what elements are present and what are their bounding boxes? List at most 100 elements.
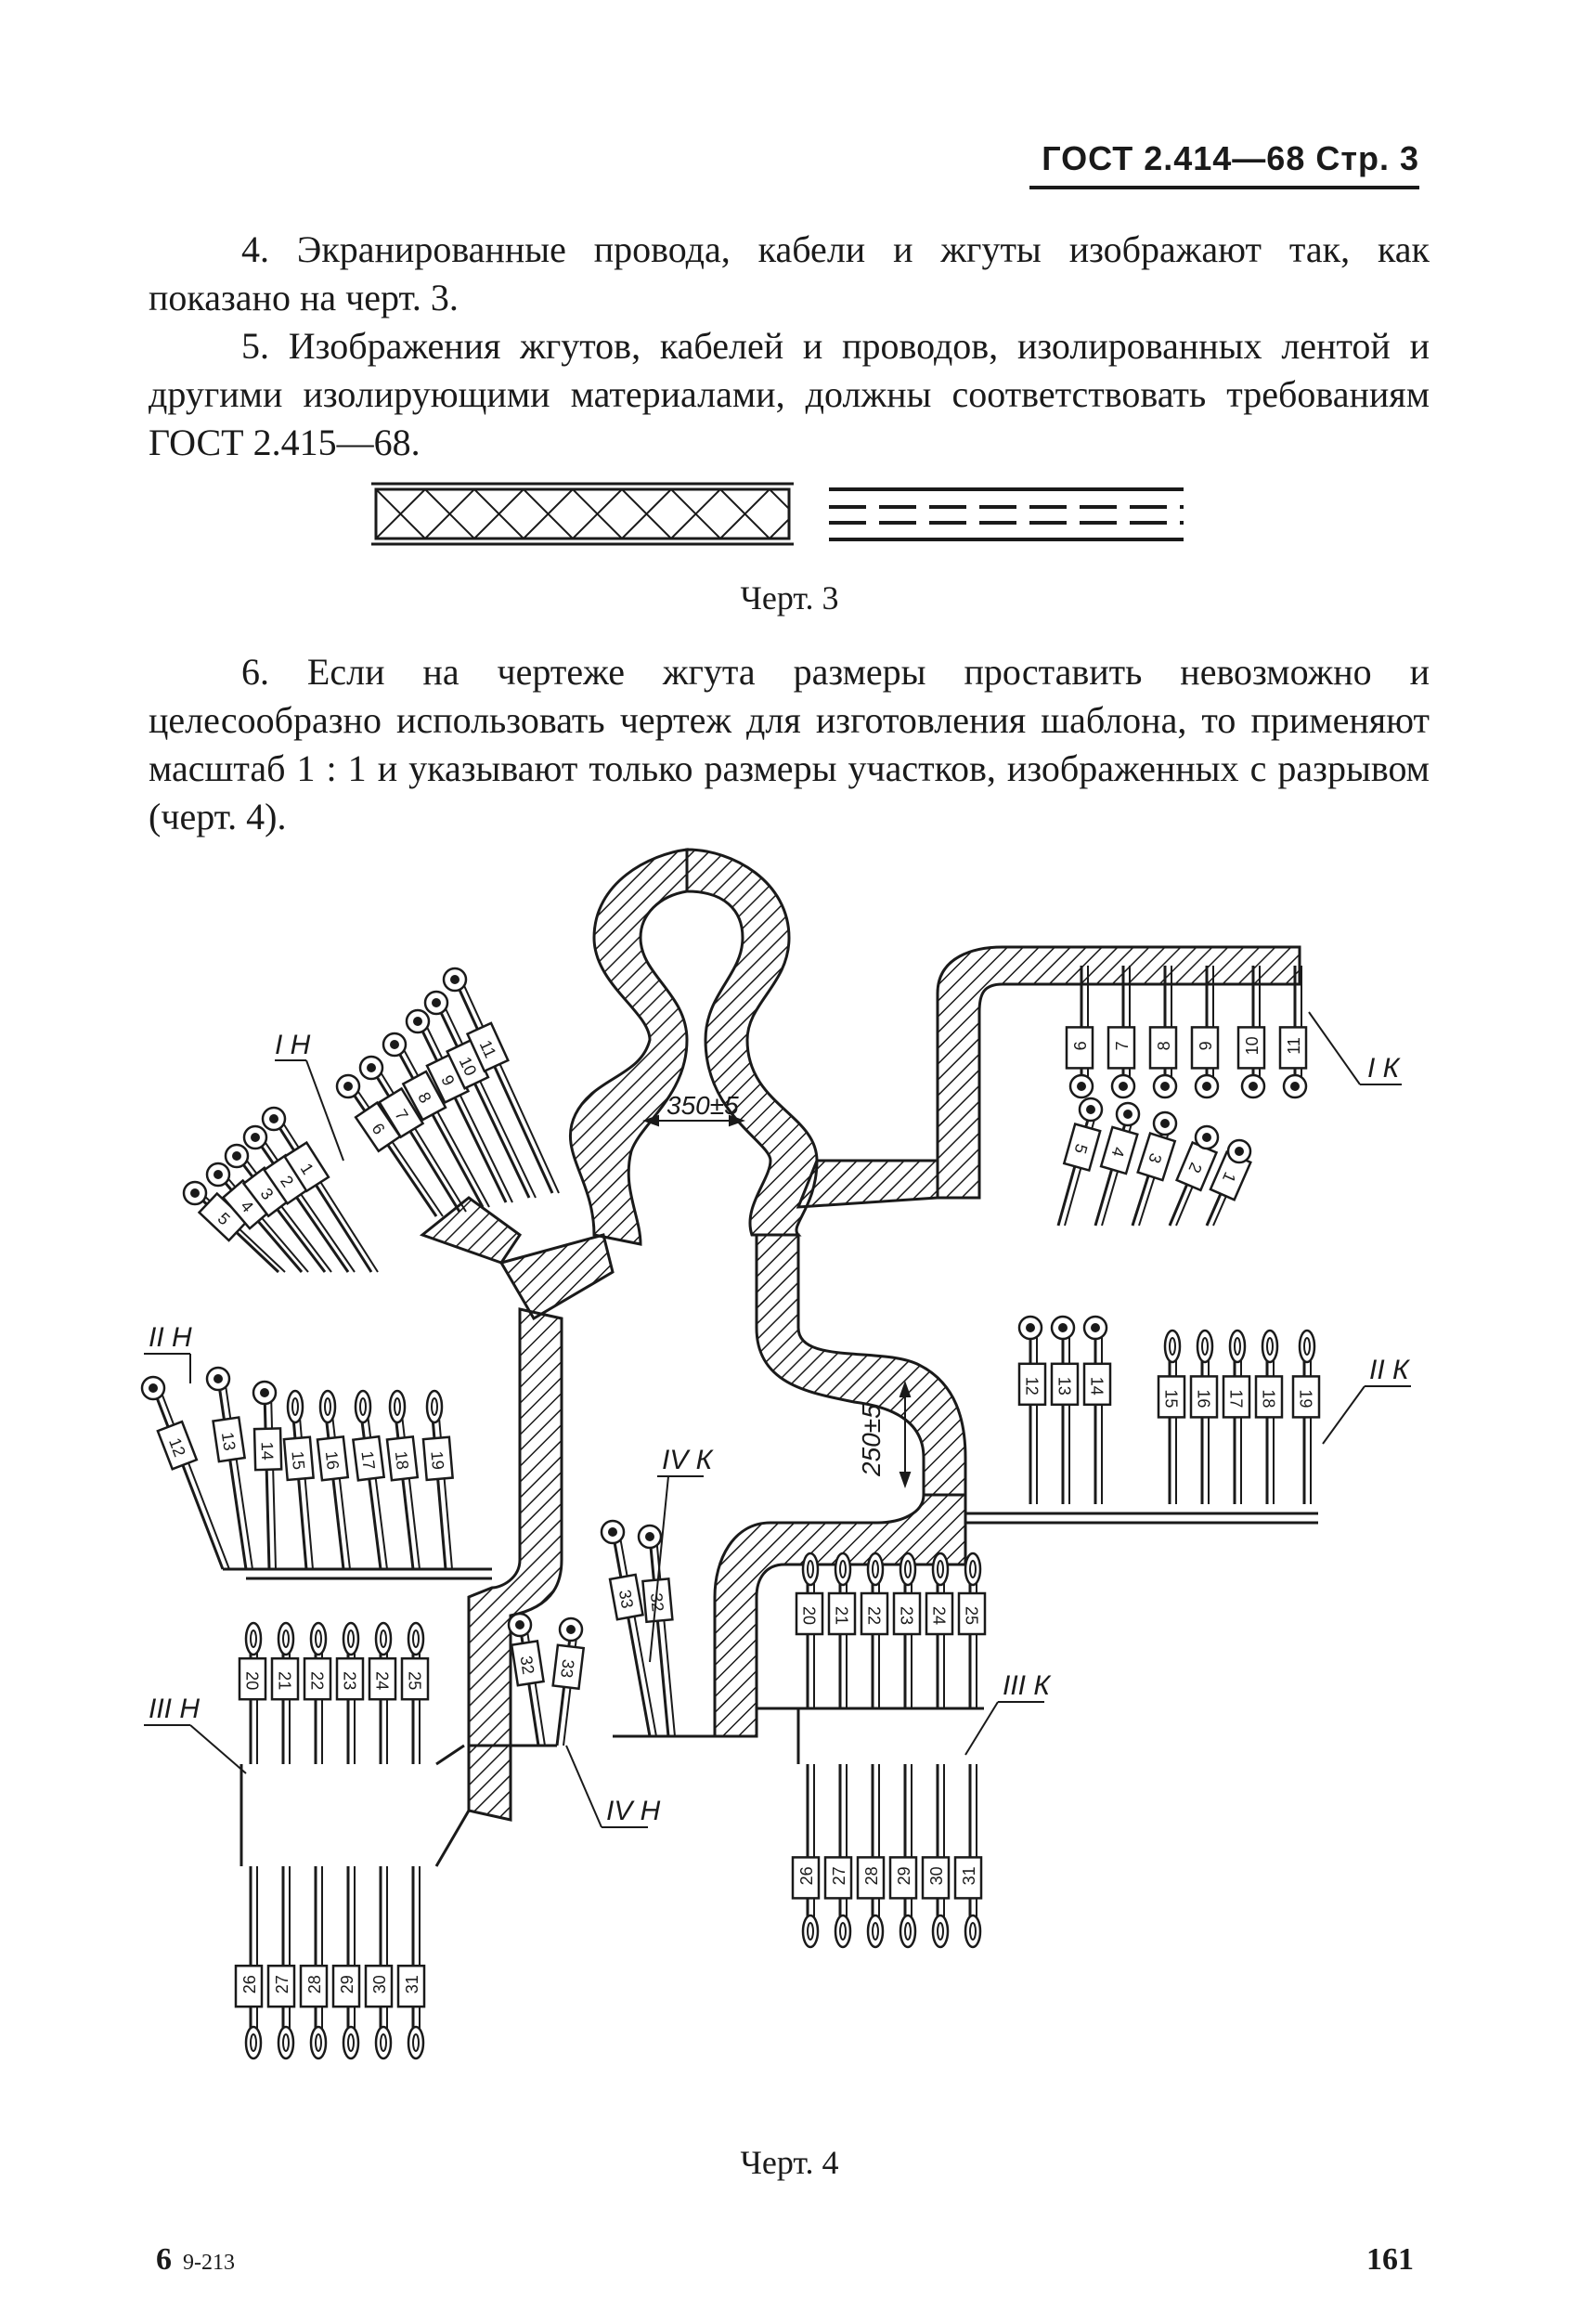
wire-lead: 12	[140, 1375, 230, 1570]
svg-text:10: 10	[1243, 1036, 1262, 1055]
wire-tag: 8	[401, 1070, 447, 1122]
svg-text:31: 31	[960, 1866, 978, 1885]
wire-lead: 14	[252, 1380, 283, 1570]
svg-text:19: 19	[427, 1450, 447, 1471]
label-iv-k: IV К	[662, 1445, 715, 1475]
wire-lead: 21	[827, 1551, 857, 1708]
wire-tag: 11	[1278, 1026, 1308, 1070]
lug-terminal	[1261, 1329, 1279, 1364]
wire-lead: 24	[368, 1621, 397, 1764]
wire-tag: 1	[282, 1140, 330, 1193]
svg-text:33: 33	[615, 1589, 637, 1610]
wire-lead: 3	[1131, 1110, 1178, 1227]
lug-terminal	[342, 1621, 360, 1656]
lug-terminal	[277, 1621, 295, 1656]
wire-lead: 29	[331, 1866, 361, 2060]
wire-tag: 27	[823, 1856, 853, 1900]
wire-lead: 5	[1056, 1097, 1104, 1227]
lug-terminal	[388, 1389, 407, 1424]
wire-lead: 20	[238, 1621, 267, 1764]
wire-tag: 18	[385, 1435, 420, 1482]
wire-tag: 32	[510, 1639, 545, 1687]
wire-lead: 19	[421, 1389, 454, 1570]
label-ii-n: II Н	[149, 1322, 192, 1353]
wire-tag: 21	[827, 1591, 857, 1636]
svg-text:9: 9	[1197, 1041, 1215, 1050]
wire-tag: 32	[641, 1577, 674, 1624]
wire-tag: 2	[1174, 1140, 1219, 1192]
shielded-cable-symbol	[371, 482, 794, 546]
wire-lead: 18	[1254, 1329, 1284, 1504]
svg-text:7: 7	[1113, 1041, 1132, 1050]
lug-terminal	[1298, 1329, 1316, 1364]
wire-lead: 1	[1205, 1138, 1252, 1227]
svg-text:30: 30	[927, 1866, 946, 1885]
wire-lead: 15	[1157, 1329, 1186, 1504]
svg-text:14: 14	[258, 1441, 278, 1461]
wire-lead: 9	[405, 1008, 513, 1203]
svg-text:27: 27	[830, 1866, 848, 1885]
page-header: ГОСТ 2.414—68 Стр. 3	[1029, 139, 1419, 189]
lug-terminal	[964, 1551, 982, 1587]
paragraph-5: 5. Изображения жгутов, кабелей и проводо…	[149, 325, 1430, 463]
lug-terminal	[318, 1389, 337, 1424]
lug-terminal	[309, 1621, 328, 1656]
wire-tag: 30	[921, 1856, 951, 1900]
label-iii-n: III Н	[149, 1694, 200, 1724]
wire-tag: 12	[1017, 1362, 1047, 1407]
wire-tag: 14	[252, 1427, 283, 1472]
wire-tag: 29	[331, 1964, 361, 2008]
wire-tag: 20	[795, 1591, 824, 1636]
lug-terminal	[354, 1389, 372, 1424]
wire-tag: 28	[856, 1856, 886, 1900]
group-labels: I Н I К II Н II К III Н III К IV Н IV К	[144, 1011, 1411, 1828]
wire-lead: 32	[507, 1612, 546, 1746]
wire-tag: 22	[860, 1591, 889, 1636]
svg-text:26: 26	[240, 1975, 259, 1993]
wire-tag: 33	[608, 1573, 644, 1621]
wire-lead: 23	[892, 1551, 922, 1708]
wire-lead: 17	[1222, 1329, 1251, 1504]
lug-terminal	[931, 1551, 950, 1587]
label-i-k: I К	[1367, 1053, 1402, 1084]
wire-lead: 2	[1168, 1124, 1220, 1227]
wire-tag: 23	[335, 1656, 365, 1701]
svg-text:18: 18	[392, 1450, 412, 1471]
wire-tag: 8	[1148, 1026, 1178, 1070]
svg-text:17: 17	[357, 1450, 378, 1471]
svg-text:18: 18	[1259, 1389, 1277, 1408]
wire-tag: 15	[1157, 1375, 1186, 1419]
lug-terminal	[801, 1551, 820, 1587]
wire-tag: 9	[1190, 1026, 1220, 1070]
svg-text:25: 25	[962, 1606, 980, 1625]
svg-text:29: 29	[895, 1866, 913, 1885]
wire-tag: 23	[892, 1591, 922, 1636]
wire-tag: 20	[238, 1656, 267, 1701]
wire-lead: 12	[1017, 1315, 1047, 1504]
svg-text:28: 28	[305, 1975, 324, 1993]
wire-tag: 30	[364, 1964, 394, 2008]
wire-tag: 26	[791, 1856, 821, 1900]
wire-lead: 11	[1278, 966, 1308, 1099]
svg-text:29: 29	[338, 1975, 356, 1993]
wire-lead: 2	[242, 1124, 356, 1273]
wire-lead: 8	[1148, 966, 1178, 1099]
lug-terminal	[1228, 1329, 1247, 1364]
svg-text:15: 15	[288, 1450, 308, 1471]
label-i-n: I Н	[275, 1030, 311, 1060]
lug-terminal	[866, 1914, 885, 1949]
svg-text:12: 12	[1022, 1377, 1041, 1396]
lug-terminal	[425, 1389, 444, 1424]
lug-terminal	[1163, 1329, 1182, 1364]
wire-tag: 24	[368, 1656, 397, 1701]
wire-lead: 15	[282, 1389, 315, 1570]
wire-lead: 13	[205, 1366, 253, 1570]
wire-tag: 16	[1189, 1375, 1219, 1419]
svg-text:15: 15	[1161, 1389, 1180, 1408]
wire-tag: 25	[957, 1591, 987, 1636]
wire-lead: 6	[335, 1073, 444, 1217]
